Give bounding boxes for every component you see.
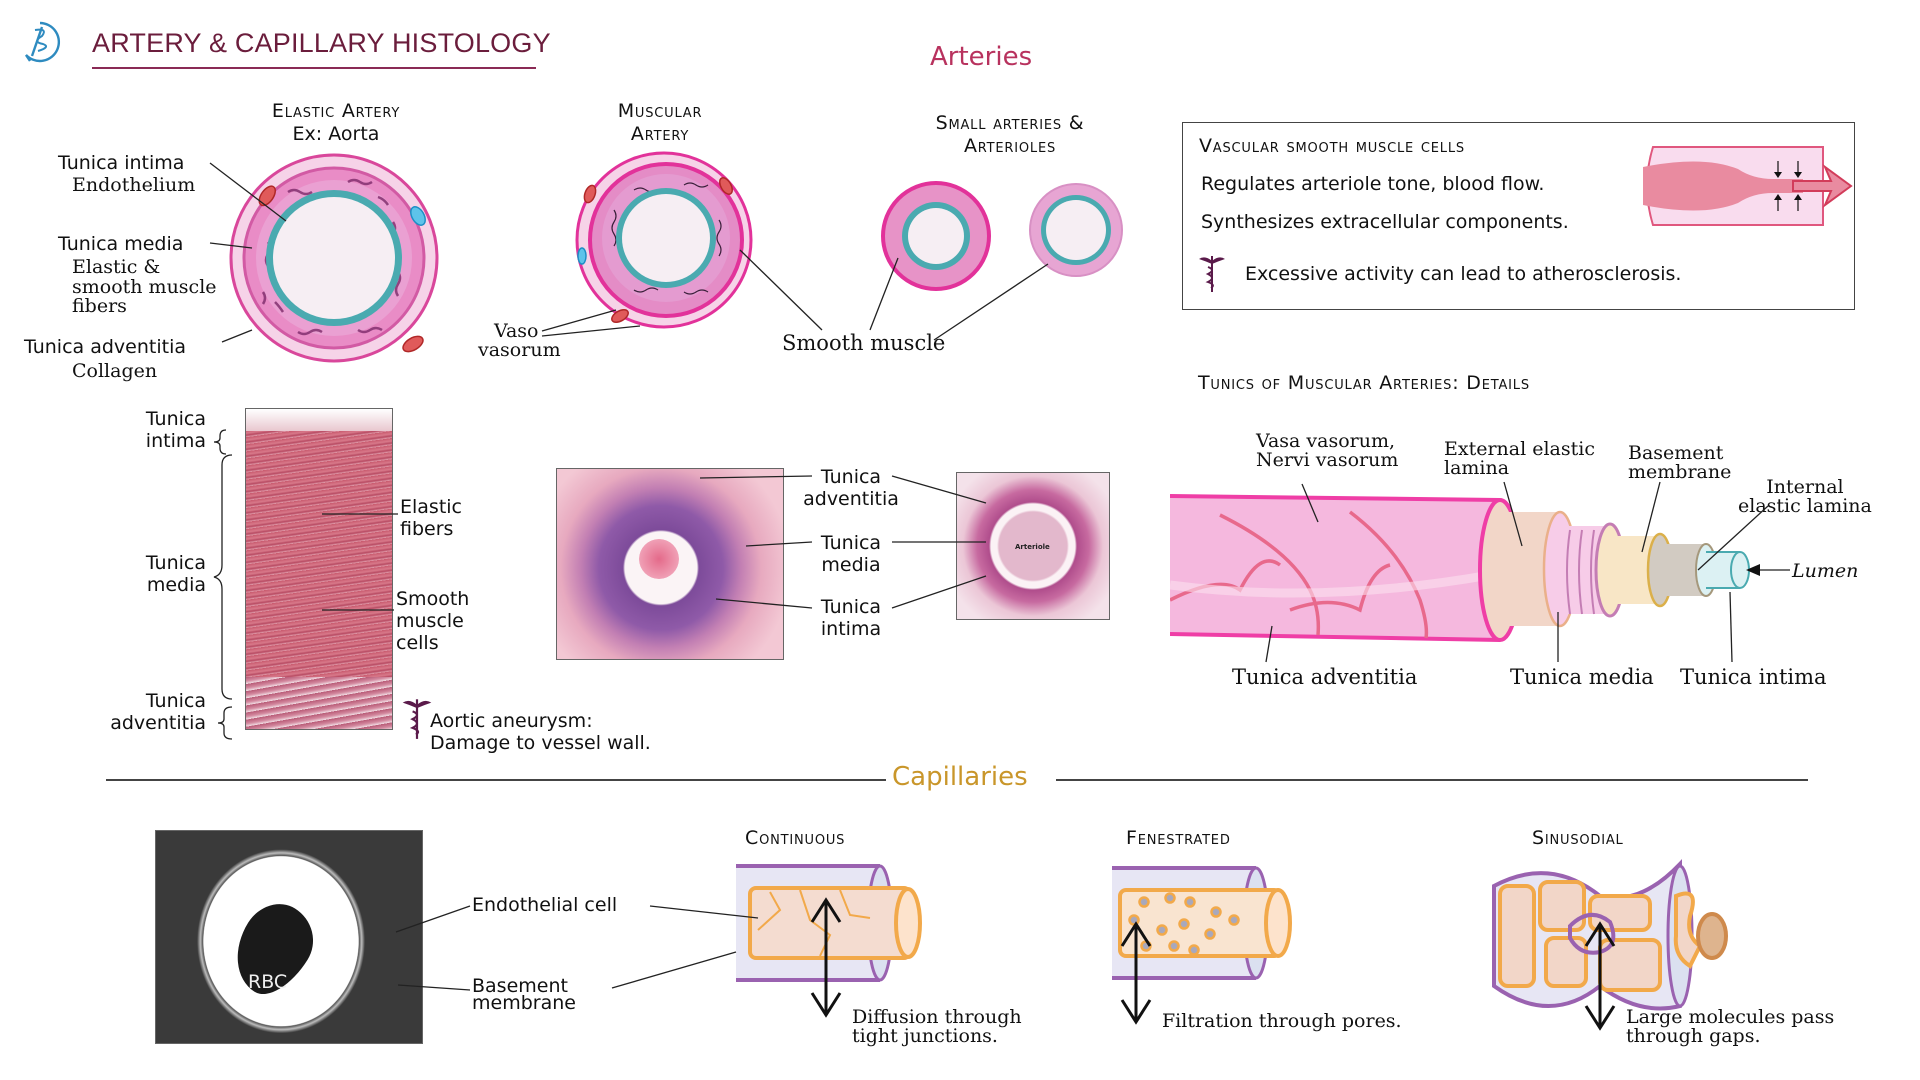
label-vasorum: vasorum <box>478 339 561 361</box>
label-muscular-intima: Tunica intima <box>820 596 882 640</box>
logo <box>18 20 62 64</box>
continuous-heading: Continuous <box>745 827 846 849</box>
label-external-elastic-lamina: External elastic lamina <box>1444 438 1595 479</box>
rod-of-asclepius-icon <box>25 21 61 63</box>
muscular-artery-diagram <box>575 151 753 329</box>
aorta-histology-photo <box>245 408 393 730</box>
label-lumen: Lumen <box>1792 560 1859 582</box>
label-tunica-media: Tunica media <box>58 233 184 255</box>
label-histo-adventitia: Tunica adventitia <box>110 690 206 734</box>
muscular-artery-histology-photo <box>556 468 784 660</box>
vasoconstriction-diagram <box>1643 146 1853 226</box>
label-elastic-fibers: Elastic fibers <box>400 496 463 540</box>
arteries-section-title: Arteries <box>930 42 1033 72</box>
vsmc-clinical-note: Excessive activity can lead to atheroscl… <box>1245 263 1682 285</box>
continuous-capillary-diagram <box>736 864 922 1018</box>
arteriole-photo-label: Arteriole <box>1015 543 1050 551</box>
label-detail-adventitia: Tunica adventitia <box>1232 665 1418 689</box>
vsmc-line-1: Regulates arteriole tone, blood flow. <box>1201 173 1545 195</box>
sinusoidal-heading: Sinusodial <box>1532 827 1624 849</box>
capillaries-divider-left <box>106 779 886 781</box>
label-histo-media: Tunica media <box>145 552 206 596</box>
tunics-detail-heading: Tunics of Muscular Arteries: Details <box>1198 372 1530 394</box>
label-basement-membrane: Basement membrane <box>1628 442 1732 483</box>
label-smooth-muscle: smooth muscle <box>72 276 217 298</box>
label-smooth-muscle-small: Smooth muscle <box>782 331 946 355</box>
label-elastic-and: Elastic & <box>72 256 161 278</box>
elastic-artery-diagram <box>229 153 439 363</box>
capillaries-divider-right <box>1056 779 1808 781</box>
vsmc-heading: Vascular smooth muscle cells <box>1199 135 1465 157</box>
rbc-label: RBC <box>248 971 288 993</box>
caduceus-icon <box>402 699 432 739</box>
aortic-aneurysm-note: Aortic aneurysm: Damage to vessel wall. <box>430 710 651 754</box>
label-tunica-adventitia: Tunica adventitia <box>24 336 186 358</box>
sinusoidal-caption: Large molecules pass through gaps. <box>1626 1006 1835 1047</box>
label-collagen: Collagen <box>72 360 158 382</box>
sinusoidal-capillary-diagram <box>1492 859 1728 1031</box>
label-vaso: Vaso <box>494 320 539 342</box>
small-arteries-heading: Small arteries & Arterioles <box>935 112 1085 157</box>
label-internal-elastic-lamina: Internal elastic lamina <box>1738 476 1872 517</box>
label-detail-intima: Tunica intima <box>1680 665 1827 689</box>
label-cap-basement-membrane: Basement membrane <box>472 975 576 1014</box>
capillary-em-photo: RBC <box>155 830 423 1044</box>
page-title: ARTERY & CAPILLARY HISTOLOGY <box>92 28 551 58</box>
label-smooth-muscle-cells: Smooth muscle cells <box>396 588 470 654</box>
label-muscular-media: Tunica media <box>820 532 882 576</box>
label-fibers: fibers <box>72 295 127 317</box>
label-tunica-intima: Tunica intima <box>58 152 185 174</box>
vsmc-line-2: Synthesizes extracellular components. <box>1201 211 1569 233</box>
label-muscular-adventitia: Tunica adventitia <box>803 466 899 510</box>
capillaries-section-title: Capillaries <box>892 762 1028 792</box>
label-histo-intima: Tunica intima <box>145 408 206 452</box>
title-underline <box>92 67 536 69</box>
label-endothelial-cell: Endothelial cell <box>472 894 618 916</box>
arteriole-histology-photo: Arteriole <box>956 472 1110 620</box>
label-endothelium: Endothelium <box>72 174 196 196</box>
fenestrated-heading: Fenestrated <box>1126 827 1231 849</box>
fenestrated-caption: Filtration through pores. <box>1162 1010 1402 1032</box>
label-detail-media: Tunica media <box>1510 665 1654 689</box>
vsmc-info-box: Vascular smooth muscle cells Regulates a… <box>1182 122 1855 310</box>
small-artery-diagram <box>881 181 991 291</box>
tunics-cylinder-diagram <box>1170 494 1750 642</box>
label-vasa-vasorum: Vasa vasorum, Nervi vasorum <box>1256 430 1399 471</box>
caduceus-icon <box>1199 256 1225 292</box>
continuous-caption: Diffusion through tight junctions. <box>852 1006 1022 1047</box>
arteriole-diagram <box>1029 183 1123 277</box>
fenestrated-capillary-diagram <box>1112 866 1292 1025</box>
muscular-artery-heading: Muscular Artery <box>617 100 703 145</box>
elastic-artery-heading: Elastic Artery Ex: Aorta <box>271 100 401 145</box>
